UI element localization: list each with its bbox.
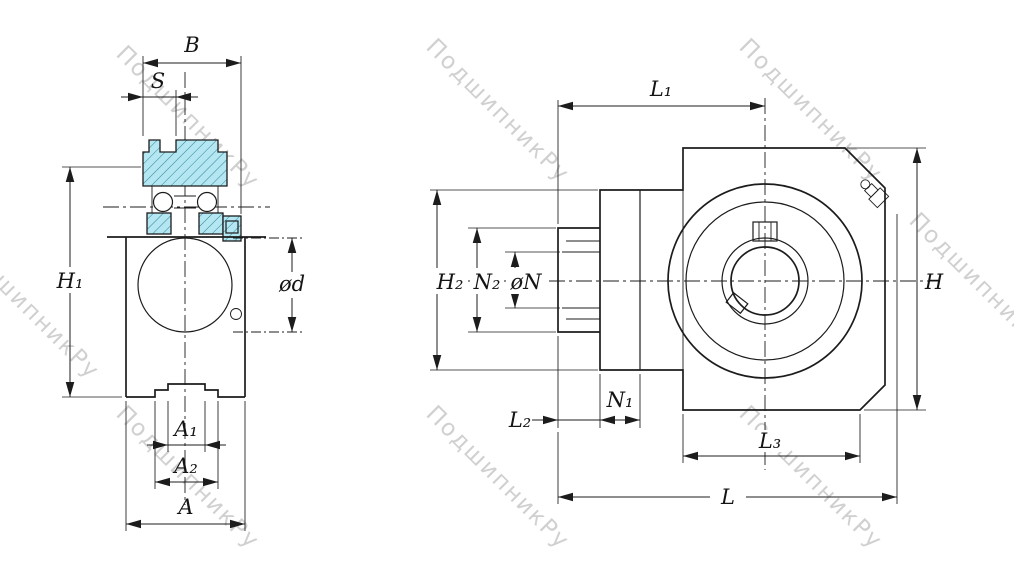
dim-label-A: A <box>176 495 193 519</box>
label-mask <box>470 268 504 294</box>
dim-label-L2: L₂ <box>508 408 531 432</box>
dimension-H2: H₂ <box>430 189 598 371</box>
watermark-text: ПодшипникРу <box>734 34 888 188</box>
bearing-cap-section <box>142 139 228 187</box>
grease-fitting-stem <box>863 182 879 198</box>
dim-label-L1: L₁ <box>649 77 672 101</box>
grease-fitting-tip <box>860 179 871 190</box>
dim-label-H: H <box>924 270 944 294</box>
dim-label-L3: L₃ <box>758 429 781 453</box>
set-screw <box>225 220 239 234</box>
dimension-L3: L₃ <box>682 414 861 463</box>
dim-label-N2: N₂ <box>473 270 501 294</box>
label-mask <box>432 268 468 294</box>
watermark-text: ПодшипникРу <box>0 231 105 385</box>
dimension-H1: H₁ <box>52 166 141 398</box>
bearing-ball <box>152 191 174 213</box>
housing-front <box>557 147 886 411</box>
dimension-B: B <box>142 33 242 214</box>
dimension-L1: L₁ <box>557 77 765 224</box>
dimension-A: A <box>125 401 246 531</box>
dim-label-H1: H₁ <box>56 269 84 293</box>
side-view: B S H₁ ød <box>52 33 312 531</box>
inner-ring-circle <box>721 237 809 325</box>
dimension-S: S <box>121 69 198 136</box>
watermark-text: ПодшипникРу <box>421 401 575 555</box>
dimension-A1: A₁ <box>147 401 226 452</box>
bearing-ball <box>196 191 218 213</box>
label-mask <box>710 484 746 510</box>
dimension-oN: øN <box>505 251 560 309</box>
dim-label-L: L <box>720 485 735 509</box>
dimension-N2: N₂ <box>468 227 556 333</box>
inner-ring-section <box>146 212 172 235</box>
shaft-bore-circle <box>730 246 800 316</box>
watermark-text: ПодшипникРу <box>734 401 888 555</box>
locking-collar-section <box>222 215 242 242</box>
watermark-text: ПодшипникРу <box>421 34 575 188</box>
keyway-insert <box>725 291 749 315</box>
dimension-A2: A₂ <box>154 401 219 489</box>
grease-fitting <box>860 179 890 209</box>
dim-label-A1: A₁ <box>172 417 198 441</box>
dimension-L: L <box>557 214 898 510</box>
watermark-text: ПодшипникРу <box>904 208 1014 362</box>
dim-label-S: S <box>151 69 165 93</box>
dimension-L2-N1: L₂ N₁ <box>508 336 641 432</box>
dim-label-od: ød <box>278 272 305 296</box>
dimension-H: H <box>847 147 944 411</box>
dim-label-N1: N₁ <box>606 388 634 412</box>
dim-label-A2: A₂ <box>172 454 198 478</box>
shaft-bore-circle <box>137 237 233 333</box>
label-mask <box>272 272 312 298</box>
dimension-od: ød <box>233 237 312 333</box>
frame-base-profile <box>126 383 245 398</box>
front-view: L₁ H₂ N₂ øN <box>430 77 944 510</box>
bearing-outer-ring-circle <box>685 201 845 361</box>
label-mask <box>506 268 546 294</box>
bearing-boss-circle <box>667 183 863 379</box>
bearing-cartridge-section <box>142 139 242 242</box>
slide-rail-outline <box>557 227 600 333</box>
set-screw-front <box>752 221 778 242</box>
bolt-hole <box>230 308 242 320</box>
dim-label-H2: H₂ <box>436 270 464 294</box>
bearing-front <box>667 183 863 379</box>
dim-label-oN: øN <box>509 270 542 294</box>
label-mask <box>52 267 88 293</box>
inner-ring-section <box>198 212 224 235</box>
frame-body-side <box>107 236 266 398</box>
label-mask <box>752 430 788 452</box>
housing-outline <box>599 147 886 411</box>
dim-label-B: B <box>183 33 199 57</box>
